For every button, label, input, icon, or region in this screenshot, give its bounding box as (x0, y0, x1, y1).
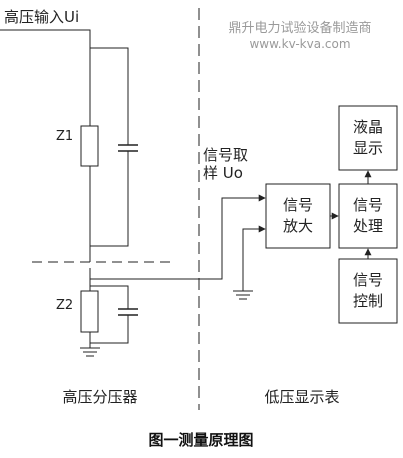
ground-signal-wire (242, 225, 266, 291)
cap2-upper-wire (90, 285, 129, 309)
ground-icon-left (80, 347, 100, 357)
control-label-line2: 控制 (353, 292, 383, 310)
lcd-label-line1: 液晶 (353, 118, 383, 136)
hv-section-label: 高压分压器 (62, 388, 137, 406)
processing-label-line1: 信号 (353, 196, 383, 214)
lcd-display-box (338, 105, 398, 171)
lv-section-label: 低压显示表 (264, 388, 339, 406)
cap1-upper-wire (90, 47, 129, 145)
input-wire (0, 29, 91, 262)
z1-label: Z1 (56, 129, 73, 144)
cap1-lower-wire (90, 151, 129, 247)
ground-icon-right (233, 290, 253, 300)
figure-caption: 图一测量原理图 (148, 431, 253, 449)
z1-resistor (80, 125, 99, 167)
sample-label-line1: 信号取 (203, 146, 248, 164)
control-box (338, 258, 398, 324)
z2-label: Z2 (56, 298, 73, 313)
amplifier-box (265, 183, 331, 249)
lcd-label-line2: 显示 (353, 139, 383, 157)
input-label: 高压输入Ui (4, 8, 79, 26)
amplifier-label-line2: 放大 (283, 217, 313, 235)
signal-wire (90, 194, 266, 280)
amplifier-label-line1: 信号 (283, 196, 313, 214)
sample-label-line2: 样 Uo (203, 164, 243, 182)
processing-box (338, 183, 398, 249)
watermark-company: 鼎升电力试验设备制造商 (228, 20, 371, 36)
control-label-line1: 信号 (353, 271, 383, 289)
z2-resistor (80, 290, 99, 333)
cap2-lower-wire (90, 315, 129, 344)
processing-label-line2: 处理 (353, 217, 383, 235)
watermark-url: www.kv-kva.com (249, 37, 350, 51)
